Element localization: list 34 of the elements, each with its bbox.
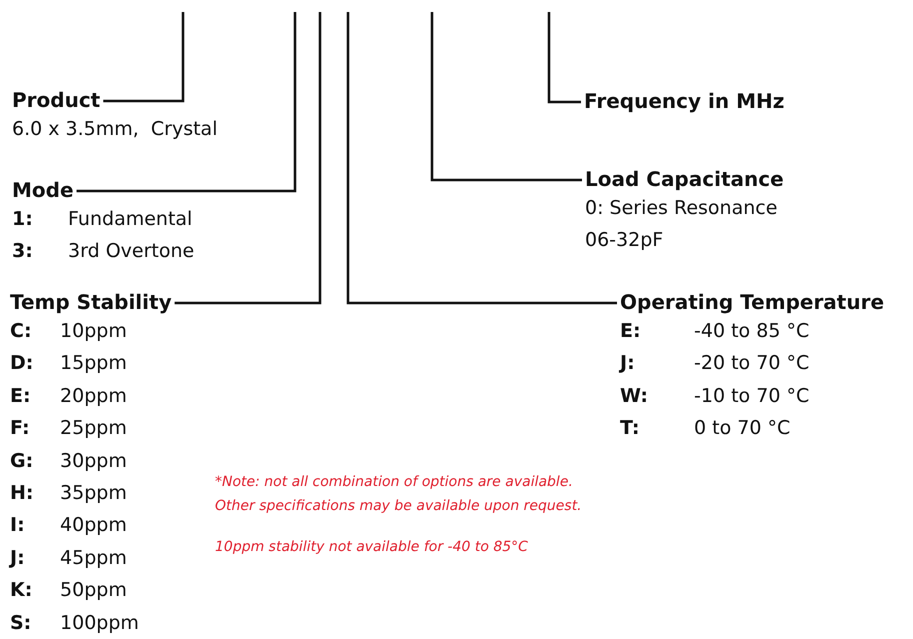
heading: Operating Temperature <box>620 289 884 315</box>
option-text: 6.0 x 3.5mm, Crystal <box>12 117 218 142</box>
option-text: 1: Fundamental <box>12 207 192 232</box>
leader-line <box>76 12 296 192</box>
heading: Frequency in MHz <box>584 88 784 114</box>
option-text: T: 0 to 70 °C <box>620 416 790 442</box>
option-text: H: 35ppm <box>10 481 127 506</box>
note-text: 10ppm stability not available for -40 to 85°C <box>215 539 528 555</box>
option-text: E: 20ppm <box>10 384 127 409</box>
heading: Temp Stability <box>10 289 172 315</box>
note-text: *Note: not all combination of options are available. <box>215 474 573 490</box>
leader-line <box>346 12 617 304</box>
heading: Load Capacitance <box>585 166 784 192</box>
heading: Product <box>12 87 100 113</box>
option-text: K: 50ppm <box>10 578 127 604</box>
heading: Mode <box>12 177 74 203</box>
leader-line <box>103 12 184 102</box>
leader-line <box>548 12 581 104</box>
option-text: J: 45ppm <box>10 546 127 571</box>
option-text: F: 25ppm <box>10 416 127 442</box>
option-text: D: 15ppm <box>10 351 127 376</box>
option-text: 0: Series Resonance <box>585 196 778 221</box>
note-text: Other specifications may be available upon request. <box>215 498 582 514</box>
option-text: J: -20 to 70 °C <box>620 351 810 376</box>
option-text: 06-32pF <box>585 228 664 254</box>
leader-line <box>174 12 322 304</box>
option-text: C: 10ppm <box>10 319 127 344</box>
option-text: W: -10 to 70 °C <box>620 384 810 409</box>
option-text: G: 30ppm <box>10 448 127 474</box>
option-text: E: -40 to 85 °C <box>620 319 810 344</box>
option-text: S: 100ppm <box>10 610 139 636</box>
option-text: I: 40ppm <box>10 513 127 538</box>
option-text: 3: 3rd Overtone <box>12 239 194 264</box>
leader-line <box>430 12 582 182</box>
